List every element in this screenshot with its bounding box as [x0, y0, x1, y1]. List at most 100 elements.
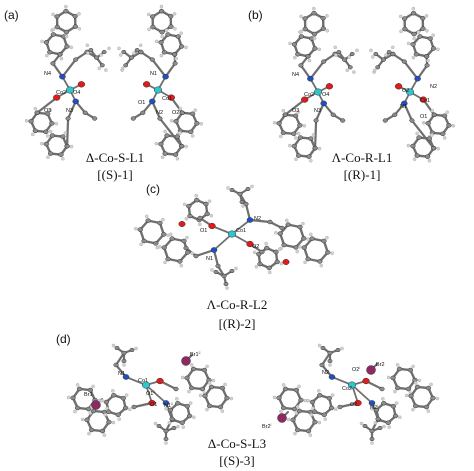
carbon-atom — [309, 399, 316, 405]
carbon-atom — [150, 24, 156, 30]
hydrogen-atom — [411, 55, 416, 60]
oxygen-atom — [282, 259, 290, 265]
carbon-atom — [320, 26, 327, 31]
carbon-atom — [47, 151, 54, 156]
carbon-atom — [321, 238, 327, 244]
carbon-atom — [179, 110, 185, 115]
carbon-atom — [243, 201, 249, 207]
hydrogen-atom — [333, 45, 338, 50]
atom-layer — [24, 4, 456, 445]
hydrogen-atom — [80, 417, 85, 422]
carbon-atom — [321, 59, 327, 64]
atom-label: N3 — [66, 108, 73, 114]
hydrogen-atom — [429, 382, 433, 387]
atom-label: Co1 — [162, 96, 172, 102]
carbon-atom — [375, 65, 381, 70]
oxygen-atom — [362, 377, 370, 385]
hydrogen-atom — [120, 66, 125, 71]
carbon-atom — [174, 134, 181, 139]
hydrogen-atom — [330, 251, 334, 256]
oxygen-atom — [142, 81, 151, 88]
carbon-atom — [282, 386, 289, 392]
bromine-atom — [91, 400, 101, 410]
atom-label: O2 — [252, 244, 259, 250]
hydrogen-atom — [24, 119, 29, 123]
nitrogen-atom — [414, 75, 421, 82]
hydrogen-atom — [178, 106, 183, 111]
carbon-atom — [175, 400, 181, 406]
carbon-atom — [215, 263, 221, 269]
carbon-atom — [302, 26, 308, 32]
hydrogen-atom — [111, 420, 116, 425]
carbon-atom — [298, 397, 304, 403]
carbon-atom — [280, 405, 287, 411]
oxygen-atom — [167, 94, 175, 101]
hydrogen-atom — [77, 12, 81, 16]
carbon-atom — [43, 40, 50, 45]
carbon-atom — [311, 31, 318, 37]
carbon-atom — [302, 16, 308, 21]
bond — [309, 60, 325, 80]
hydrogen-atom — [161, 217, 165, 222]
hydrogen-atom — [167, 421, 172, 425]
hydrogen-atom — [159, 4, 164, 9]
carbon-atom — [425, 385, 432, 391]
carbon-atom — [50, 32, 57, 37]
panel-b-compound: [(R)-1] — [343, 167, 381, 182]
hydrogen-atom — [451, 124, 456, 128]
bond — [145, 384, 167, 404]
carbon-atom — [401, 16, 408, 21]
carbon-atom — [70, 395, 76, 401]
carbon-atom — [297, 135, 304, 140]
panel-a-tag: (a) — [4, 8, 19, 22]
nitrogen-atom — [401, 100, 408, 107]
carbon-atom — [188, 129, 194, 135]
carbon-atom — [179, 420, 185, 426]
carbon-atom — [194, 121, 200, 126]
carbon-atom — [43, 141, 49, 147]
carbon-atom — [128, 55, 134, 60]
carbon-atom — [197, 215, 203, 221]
carbon-atom — [221, 273, 227, 279]
hydrogen-atom — [180, 375, 185, 380]
carbon-atom — [440, 131, 446, 137]
carbon-atom — [276, 120, 282, 126]
hydrogen-atom — [51, 12, 55, 17]
carbon-atom — [312, 145, 318, 151]
carbon-atom — [424, 63, 430, 68]
hydrogen-atom — [372, 68, 377, 73]
hydrogen-atom — [198, 393, 203, 398]
carbon-atom — [296, 408, 303, 414]
hydrogen-atom — [308, 433, 313, 437]
atom-label: Br1 — [84, 392, 93, 398]
atom-label: Co2 — [56, 90, 66, 96]
hydrogen-atom — [387, 425, 391, 429]
hydrogen-atom — [435, 396, 440, 401]
hydrogen-atom — [103, 413, 108, 417]
carbon-atom — [417, 34, 423, 39]
panel-d-tag: (d) — [56, 332, 71, 346]
carbon-atom — [342, 57, 348, 62]
carbon-atom — [321, 412, 327, 418]
bond — [158, 117, 183, 148]
carbon-atom — [347, 65, 353, 70]
carbon-atom — [410, 42, 416, 47]
carbon-atom — [337, 404, 343, 410]
hydrogen-atom — [311, 133, 316, 137]
hydrogen-atom — [184, 216, 189, 221]
carbon-atom — [115, 412, 121, 418]
atom-label: O1 — [150, 402, 157, 408]
hydrogen-atom — [412, 157, 417, 161]
hydrogen-atom — [355, 48, 359, 53]
atom-label: O3 — [44, 108, 51, 114]
carbon-atom — [165, 256, 171, 262]
carbon-atom — [202, 393, 208, 399]
carbon-atom — [301, 236, 307, 241]
atom-label: O2 — [350, 402, 357, 408]
hydrogen-atom — [87, 431, 91, 436]
atom-label: Co1 — [420, 98, 430, 104]
hydrogen-atom — [330, 393, 335, 397]
hydrogen-atom — [395, 363, 400, 367]
atom-label: N2 — [254, 216, 261, 222]
hydrogen-atom — [207, 381, 212, 385]
